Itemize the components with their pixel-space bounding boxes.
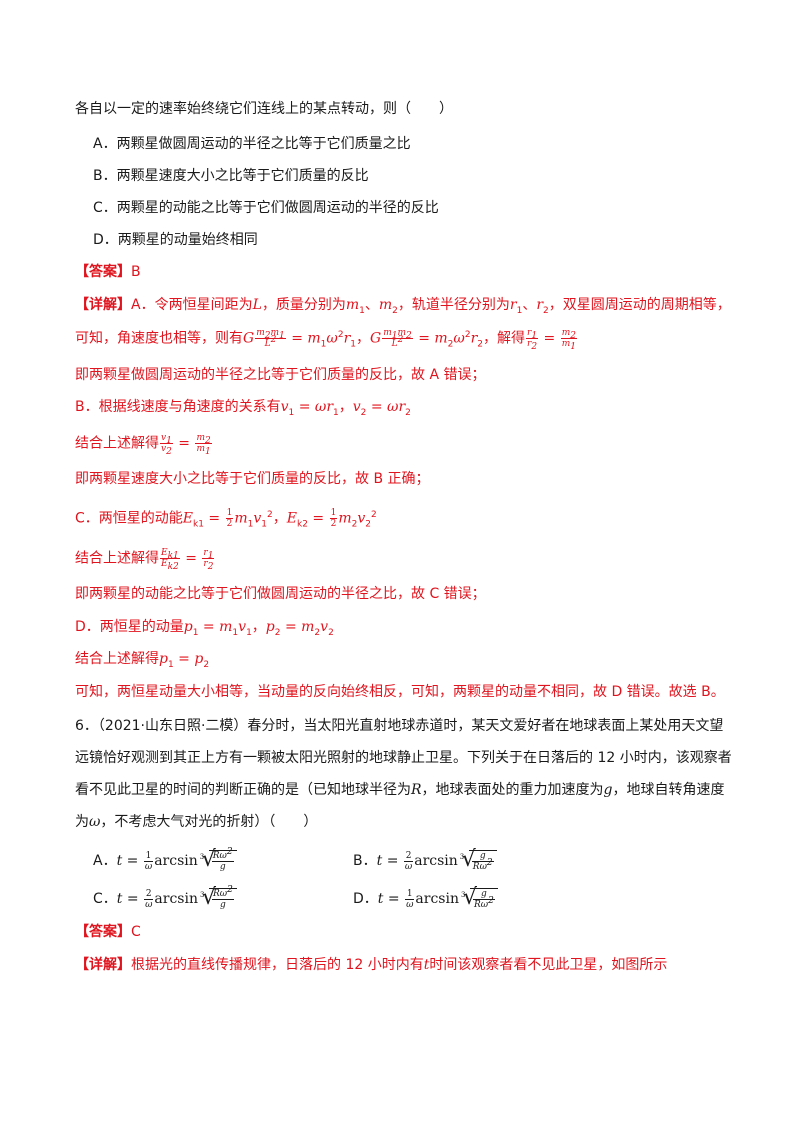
q5-answer: 【答案】B: [75, 263, 141, 281]
q5-detail-line-10: D．两恒星的动量p1 = m1v1，p2 = m2v2: [75, 619, 334, 638]
q5-detail-line-11: 结合上述解得p1 = p2: [75, 651, 210, 670]
q5-detail-line-6: 即两颗星速度大小之比等于它们质量的反比，故 B 正确；: [75, 471, 430, 487]
q6-answer: 【答案】C: [75, 923, 141, 941]
answer-value: C: [131, 924, 141, 940]
q5-detail-line-1: 【详解】A．令两恒星间距为L，质量分别为m1、m2，轨道半径分别为r1、r2，双…: [75, 297, 731, 316]
detail-tag: 【详解】: [75, 957, 131, 973]
q5-option-a: A．两颗星做圆周运动的半径之比等于它们质量之比: [93, 136, 411, 152]
q5-option-d: D．两颗星的动量始终相同: [93, 232, 258, 248]
q6-line-1: 6．（2021·山东日照·二模）春分时，当太阳光直射地球赤道时，某天文爱好者在地…: [75, 718, 724, 734]
q5-option-b: B．两颗星速度大小之比等于它们质量的反比: [93, 168, 369, 184]
q5-detail-line-3: 即两颗星做圆周运动的半径之比等于它们质量的反比，故 A 错误；: [75, 367, 486, 383]
q5-detail-line-9: 即两颗星的动能之比等于它们做圆周运动的半径之比，故 C 错误；: [75, 586, 486, 602]
q5-stem-tail: 各自以一定的速率始终绕它们连线上的某点转动，则（ ）: [75, 101, 453, 117]
q6-detail: 【详解】根据光的直线传播规律，日落后的 12 小时内有t时间该观察者看不见此卫星…: [75, 957, 668, 973]
answer-value: B: [131, 264, 141, 280]
q5-option-c: C．两颗星的动能之比等于它们做圆周运动的半径的反比: [93, 200, 439, 216]
q6-line-2: 远镜恰好观测到其正上方有一颗被太阳光照射的地球静止卫星。下列关于在日落后的 12…: [75, 750, 732, 766]
answer-tag: 【答案】: [75, 924, 131, 940]
q5-detail-line-12: 可知，两恒星动量大小相等，当动量的反向始终相反，可知，两颗星的动量不相同，故 D…: [75, 684, 725, 700]
answer-tag: 【答案】: [75, 264, 131, 280]
q6-line-3: 看不见此卫星的时间的判断正确的是（已知地球半径为R，地球表面处的重力加速度为g，…: [75, 782, 725, 798]
q6-line-4: 为ω，不考虑大气对光的折射）（ ）: [75, 814, 318, 830]
q5-detail-line-4: B．根据线速度与角速度的关系有v1 = ωr1，v2 = ωr2: [75, 399, 411, 418]
detail-tag: 【详解】: [75, 297, 131, 313]
